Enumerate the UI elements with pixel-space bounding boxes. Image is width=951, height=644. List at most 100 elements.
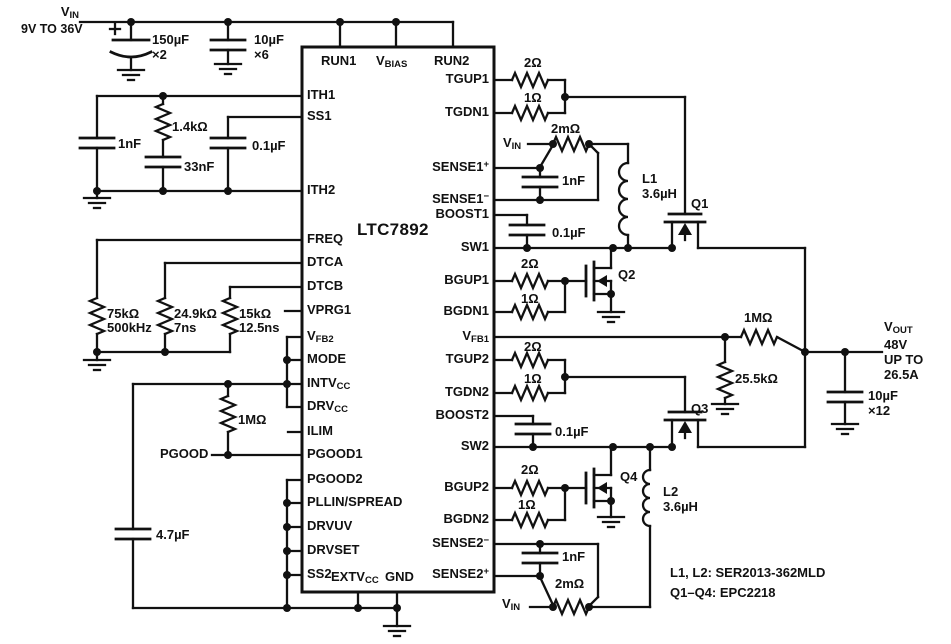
- resistor-symbol: [510, 510, 550, 530]
- pin-boost2: BOOST2: [435, 407, 489, 422]
- ch1-bgup-res: 2Ω: [521, 256, 539, 271]
- pin-ith2: ITH2: [307, 182, 336, 197]
- pin-tgup2: TGUP2: [445, 351, 489, 366]
- vout-upto: UP TO: [884, 352, 924, 367]
- mosfet-q3-symbol: [663, 410, 707, 449]
- vout-label: VOUT: [884, 319, 913, 336]
- ch2-boost-cap: 0.1µF: [555, 424, 589, 439]
- channel2-power-stage: [492, 350, 807, 617]
- ch1-inductor-name: L1: [642, 171, 658, 186]
- pgood-pullup-value: 1MΩ: [238, 412, 267, 427]
- input-rail-wires: [78, 20, 455, 49]
- out-cap-value: 10µF: [868, 388, 898, 403]
- resistor-symbol: [87, 296, 107, 336]
- junction-dots: [93, 18, 849, 612]
- fb-bot-res: 25.5kΩ: [735, 371, 778, 386]
- resistor-symbol: [510, 350, 550, 370]
- pin-vbias: VBIAS: [376, 53, 408, 70]
- ch1-tgup-res: 2Ω: [524, 55, 542, 70]
- pin-mode: MODE: [307, 351, 346, 366]
- resistor-symbol: [218, 394, 238, 434]
- freq-value: 500kHz: [107, 320, 152, 335]
- inductor-symbol: [617, 161, 630, 237]
- pin-pgood1: PGOOD1: [307, 446, 363, 461]
- ss1-cap-value: 0.1µF: [252, 138, 286, 153]
- resistor-symbol: [510, 383, 550, 403]
- ch1-fet-top-name: Q1: [691, 196, 709, 211]
- dtca-res-value: 24.9kΩ: [174, 306, 217, 321]
- freq-res-value: 75kΩ: [107, 306, 140, 321]
- pin-run2: RUN2: [434, 53, 470, 68]
- pin-pgood2: PGOOD2: [307, 471, 363, 486]
- pin-dtcb: DTCB: [307, 278, 344, 293]
- pin-bgdn1: BGDN1: [443, 303, 489, 318]
- sense-resistor-symbol: [551, 597, 591, 617]
- pin-ss1: SS1: [307, 108, 332, 123]
- ith-cap2-value: 33nF: [184, 159, 215, 174]
- vout-volts: 48V: [884, 337, 908, 352]
- intvcc-cap-value: 4.7µF: [156, 527, 190, 542]
- pin-drvuv: DRVUV: [307, 518, 353, 533]
- ch1-inductor-value: 3.6µH: [642, 186, 677, 201]
- pin-intvcc: INTVCC: [307, 375, 351, 392]
- input-cap-qty: ×6: [254, 47, 269, 62]
- fb-top-res: 1MΩ: [744, 310, 773, 325]
- bulk-cap-value: 150µF: [152, 32, 190, 47]
- ith-cap-value: 1nF: [118, 136, 142, 151]
- pin-gnd: GND: [385, 569, 414, 584]
- ch2-inductor-name: L2: [663, 484, 679, 499]
- out-cap-qty: ×12: [868, 403, 891, 418]
- pin-dtca: DTCA: [307, 254, 344, 269]
- pin-sense1p: SENSE1+: [432, 159, 489, 174]
- inductor-symbol: [641, 468, 652, 528]
- mosfet-q2-symbol: [563, 246, 626, 324]
- ch1-sense-cap: 1nF: [562, 173, 586, 188]
- ch2-sense-cap: 1nF: [562, 549, 586, 564]
- mosfet-q1-symbol: [663, 212, 707, 250]
- pin-freq: FREQ: [307, 231, 344, 246]
- pin-tgdn1: TGDN1: [444, 104, 489, 119]
- dtcb-res-value: 15kΩ: [239, 306, 272, 321]
- dtca-time-value: 7ns: [174, 320, 197, 335]
- pin-tgup1: TGUP1: [445, 71, 489, 86]
- ch2-bgup-res: 2Ω: [521, 462, 539, 477]
- vout-amps: 26.5A: [884, 367, 919, 382]
- timing-network: [82, 238, 304, 372]
- pin-vfb1: VFB1: [462, 328, 489, 345]
- pin-extvcc: EXTVCC: [331, 569, 379, 586]
- bulk-cap-qty: ×2: [152, 47, 167, 62]
- resistor-symbol: [510, 478, 550, 498]
- ith-res-value: 1.4kΩ: [172, 119, 208, 134]
- ch2-inductor-value: 3.6µH: [663, 499, 698, 514]
- pin-bgdn2: BGDN2: [443, 511, 489, 526]
- bulk-capacitor-symbol: [108, 20, 153, 82]
- resistor-symbol: [510, 70, 550, 90]
- ch1-bgdn-res: 1Ω: [521, 291, 539, 306]
- pin-ilim: ILIM: [307, 423, 333, 438]
- ch2-tgdn-res: 1Ω: [524, 371, 542, 386]
- resistor-symbol: [155, 296, 175, 336]
- ch2-tgup-res: 2Ω: [524, 339, 542, 354]
- pin-ith1: ITH1: [307, 87, 336, 102]
- pin-sense2n: SENSE2−: [432, 535, 489, 550]
- resistor-symbol: [153, 102, 173, 142]
- resistor-symbol: [510, 302, 550, 322]
- note-inductors: L1, L2: SER2013-362MLD: [670, 565, 826, 580]
- pin-drvset: DRVSET: [307, 542, 360, 557]
- pin-drvcc: DRVCC: [307, 398, 348, 415]
- pin-sense2p: SENSE2+: [432, 566, 489, 581]
- pin-tgdn2: TGDN2: [444, 384, 489, 399]
- mosfet-q4-symbol: [563, 445, 626, 529]
- ch1-fet-bot-name: Q2: [618, 267, 636, 282]
- feedback-output-network: [492, 246, 884, 449]
- input-cap-value: 10µF: [254, 32, 284, 47]
- sense-resistor-symbol: [551, 134, 591, 154]
- pin-sw2: SW2: [460, 438, 489, 453]
- pgood-label: PGOOD: [160, 446, 209, 461]
- resistor-symbol: [220, 296, 240, 336]
- resistor-symbol: [510, 271, 550, 291]
- ch1-sense-res: 2mΩ: [551, 121, 581, 136]
- ch1-tgdn-res: 1Ω: [524, 90, 542, 105]
